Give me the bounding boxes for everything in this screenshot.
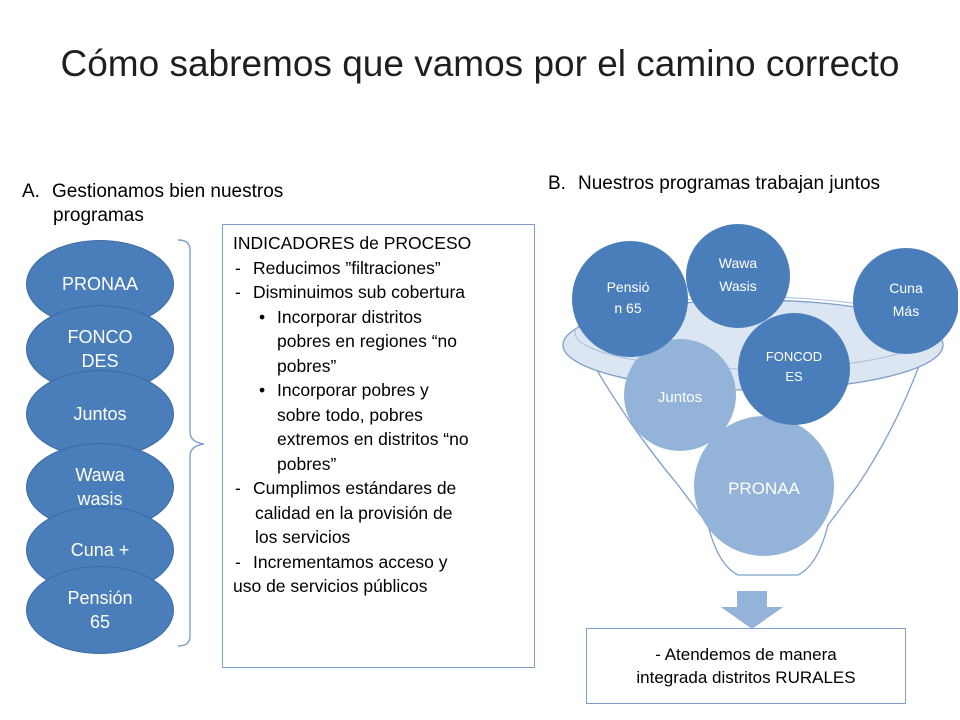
program-juntos: Juntos	[26, 370, 174, 458]
indicator-reduce-filtrations: -Reducimos ”filtraciones”	[235, 257, 441, 278]
diagram-circle-juntos	[624, 339, 736, 451]
section-a-line1: Gestionamos bien nuestros	[52, 181, 284, 202]
diagram-label-cuna-2: Más	[893, 303, 919, 319]
dash3-line2: calidad en la provisión de	[255, 502, 453, 523]
bullet1-line1: Incorporar distritos	[277, 306, 422, 327]
bullet1-line3: pobres”	[277, 355, 337, 376]
diagram-label-pension-2: n 65	[614, 300, 641, 316]
program-juntos-label: Juntos	[73, 404, 127, 424]
diagram-label-juntos: Juntos	[658, 389, 702, 406]
diagram-circle-cuna	[853, 248, 958, 354]
bullet1-line2: pobres en regiones “no	[277, 331, 457, 351]
dash3-line3: los servicios	[255, 527, 351, 547]
diagram-label-foncodes-1: FONCOD	[766, 349, 822, 364]
program-wawa-line2: wasis	[77, 489, 123, 509]
program-cuna-label: Cuna +	[70, 540, 130, 560]
indicator-dash1-text: Reducimos ”filtraciones”	[253, 257, 441, 278]
diagram-label-wawa-2: Wasis	[719, 278, 757, 294]
section-b-label: B.	[548, 173, 566, 194]
diagram-label-wawa-1: Wawa	[719, 255, 758, 271]
brace-connector	[177, 239, 205, 647]
indicators-heading: INDICADORES de PROCESO	[233, 233, 472, 253]
result-line1: - Atendemos de manera	[655, 645, 837, 664]
result-box: - Atendemos de manera integrada distrito…	[586, 628, 906, 704]
program-pronaa-label: PRONAA	[61, 274, 139, 294]
program-foncodes: FONCO DES	[26, 305, 174, 393]
diagram-circle-foncodes	[738, 313, 850, 425]
diagram-label-foncodes-2: ES	[785, 369, 803, 384]
indicator-bullet-districts: Incorporar distritos pobres en regiones “…	[233, 305, 526, 379]
indicator-quality-standards: -Cumplimos estándares de	[235, 478, 457, 498]
diagram-circle-pronaa	[694, 416, 834, 556]
funnel-diagram: PRONAA Juntos FONCOD ES Pensió n 65 Wawa…	[562, 224, 958, 629]
section-a-label: A.	[22, 181, 40, 202]
section-b-text: Nuestros programas trabajan juntos	[578, 173, 881, 194]
diagram-label-pronaa: PRONAA	[728, 479, 800, 498]
diagram-circle-wawa	[686, 224, 790, 328]
indicator-reduce-subcoverage: -Disminuimos sub cobertura	[235, 282, 466, 302]
down-arrow-icon	[721, 591, 783, 629]
indicator-bullet-poor: Incorporar pobres y sobre todo, pobres ext…	[233, 378, 526, 476]
indicator-access: -Incrementamos acceso y	[235, 551, 448, 572]
bullet2-line3: extremos en distritos “no	[277, 429, 469, 449]
dash4-line2: uso de servicios públicos	[233, 576, 428, 596]
diagram-circle-pension	[572, 241, 688, 357]
funnel-outline	[587, 354, 924, 576]
section-a-line2: programas	[53, 205, 144, 226]
dash4-line1: Incrementamos acceso y	[253, 551, 448, 572]
program-pension-65: Pensión 65	[26, 566, 174, 654]
bullet2-line2: sobre todo, pobres	[277, 404, 423, 425]
dash3-line1: Cumplimos estándares de	[253, 478, 457, 498]
diagram-label-pension-1: Pensió	[607, 279, 650, 295]
section-a-heading: A. Gestionamos bien nuestros programas	[22, 180, 342, 228]
bullet2-line1: Incorporar pobres y	[277, 380, 429, 400]
diagram-label-cuna-1: Cuna	[889, 280, 923, 296]
slide-title: Cómo sabremos que vamos por el camino co…	[60, 43, 900, 84]
indicators-box: INDICADORES de PROCESO -Reducimos ”filtr…	[222, 224, 535, 668]
program-foncodes-line2: DES	[81, 351, 119, 371]
result-line2: integrada distritos RURALES	[636, 668, 856, 687]
bullet2-line4: pobres”	[277, 453, 337, 474]
program-foncodes-line1: FONCO	[67, 327, 133, 347]
program-pension-line2: 65	[89, 612, 111, 632]
indicator-dash2-text: Disminuimos sub cobertura	[253, 282, 466, 302]
section-b-heading: B. Nuestros programas trabajan juntos	[548, 172, 948, 196]
program-wawa-line1: Wawa	[75, 465, 125, 485]
program-pension-line1: Pensión	[67, 588, 133, 608]
